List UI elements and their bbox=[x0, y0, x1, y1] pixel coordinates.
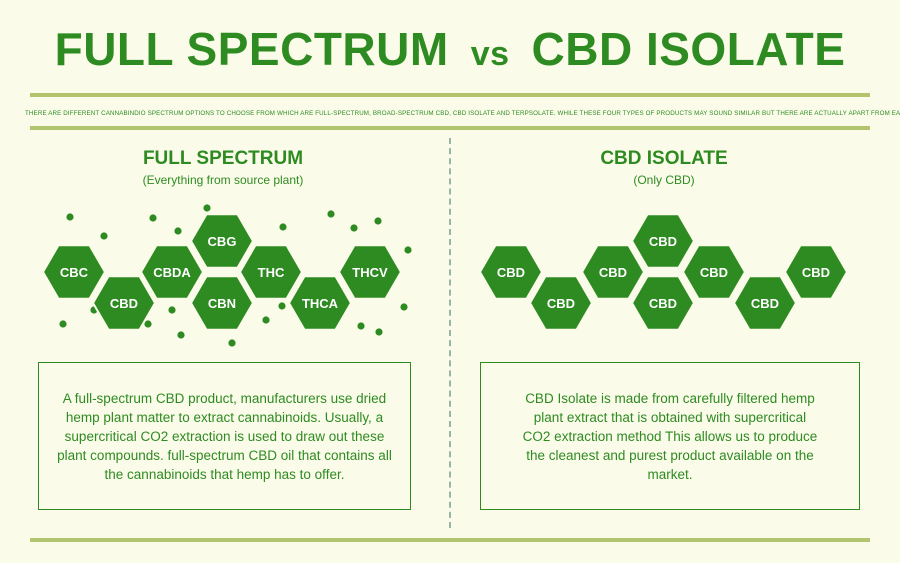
cbd-isolate-hexagon-shape bbox=[528, 275, 594, 331]
cbd-isolate-hexagon: CBD bbox=[580, 244, 646, 300]
cbd-isolate-subtitle: (Only CBD) bbox=[633, 173, 695, 187]
cbd-isolate-description-box: CBD Isolate is made from carefully filte… bbox=[480, 362, 860, 510]
full-spectrum-hexagon-shape bbox=[91, 275, 157, 331]
full-spectrum-hexagon-shape bbox=[337, 244, 403, 300]
cbd-isolate-hexagon-shape bbox=[630, 275, 696, 331]
cbd-isolate-hexagon-label: CBD bbox=[649, 296, 677, 311]
full-spectrum-hexagons: CBC CBD CBDA CBG CBN THC THCA THCV bbox=[41, 213, 403, 331]
full-spectrum-description: A full-spectrum CBD product, manufacture… bbox=[57, 390, 392, 482]
cbd-isolate-hexagon: CBD bbox=[528, 275, 594, 331]
cbd-isolate-hexagon-label: CBD bbox=[649, 234, 677, 249]
full-spectrum-hexagon-shape bbox=[189, 275, 255, 331]
full-spectrum-hexagon-label: THCA bbox=[302, 296, 339, 311]
cbd-isolate-hexagon-shape bbox=[732, 275, 798, 331]
full-spectrum-description-box: A full-spectrum CBD product, manufacture… bbox=[38, 362, 411, 510]
title-full-spectrum: FULL SPECTRUM bbox=[54, 23, 449, 75]
cbd-isolate-hexagon-shape bbox=[580, 244, 646, 300]
full-spectrum-hexagon-shape bbox=[139, 244, 205, 300]
cbd-isolate-hexagon-shape bbox=[630, 213, 696, 269]
cbd-isolate-hexagon: CBD bbox=[783, 244, 849, 300]
cbd-isolate-diagram: CBD CBD CBD CBD CBD CBD CBD CBD bbox=[478, 213, 849, 331]
full-spectrum-hexagon-shape bbox=[238, 244, 304, 300]
center-divider bbox=[449, 138, 451, 528]
title-cbd-isolate: CBD ISOLATE bbox=[531, 23, 846, 75]
cbd-isolate-hexagon-shape bbox=[783, 244, 849, 300]
cbd-isolate-hexagon-label: CBD bbox=[497, 265, 525, 280]
full-spectrum-hexagon: CBDA bbox=[139, 244, 205, 300]
full-spectrum-subtitle: (Everything from source plant) bbox=[142, 173, 304, 187]
intro-rule bbox=[30, 126, 870, 130]
cbd-isolate-hexagon: CBD bbox=[630, 275, 696, 331]
full-spectrum-heading: FULL SPECTRUM bbox=[142, 148, 304, 169]
cbd-isolate-hexagon: CBD bbox=[732, 275, 798, 331]
title-vs: vs bbox=[470, 35, 510, 73]
cbd-isolate-heading: CBD ISOLATE bbox=[600, 148, 728, 169]
full-spectrum-hexagon-shape bbox=[41, 244, 107, 300]
cbd-isolate-hexagon-shape bbox=[478, 244, 544, 300]
full-spectrum-hexagon: CBD bbox=[91, 275, 157, 331]
cbd-isolate-hexagon-shape bbox=[681, 244, 747, 300]
top-rule bbox=[30, 93, 870, 97]
cbd-isolate-hexagon: CBD bbox=[478, 244, 544, 300]
full-spectrum-hexagon-label: CBD bbox=[110, 296, 138, 311]
full-spectrum-hexagon: THCV bbox=[337, 244, 403, 300]
full-spectrum-hexagon-label: CBDA bbox=[153, 265, 191, 280]
cbd-isolate-hexagon-label: CBD bbox=[599, 265, 627, 280]
cbd-isolate-hexagon-label: CBD bbox=[802, 265, 830, 280]
full-spectrum-hexagon-label: THC bbox=[258, 265, 285, 280]
cbd-isolate-hexagon: CBD bbox=[681, 244, 747, 300]
cbd-isolate-hexagon-label: CBD bbox=[751, 296, 779, 311]
page-title: FULL SPECTRUM vs CBD ISOLATE bbox=[0, 22, 900, 76]
full-spectrum-hexagon-label: CBG bbox=[208, 234, 237, 249]
full-spectrum-hexagon-shape bbox=[287, 275, 353, 331]
full-spectrum-hexagon-label: THCV bbox=[352, 265, 388, 280]
cbd-isolate-hexagons: CBD CBD CBD CBD CBD CBD CBD CBD bbox=[478, 213, 849, 331]
cbd-isolate-hexagon-label: CBD bbox=[700, 265, 728, 280]
full-spectrum-hexagon-shape bbox=[189, 213, 255, 269]
intro-text: There are different cannabindio spectrum… bbox=[25, 110, 900, 117]
full-spectrum-hexagon-label: CBN bbox=[208, 296, 236, 311]
bottom-rule bbox=[30, 538, 870, 542]
full-spectrum-diagram: CBC CBD CBDA CBG CBN THC THCA THCV bbox=[41, 204, 412, 347]
cbd-isolate-hexagon: CBD bbox=[630, 213, 696, 269]
full-spectrum-hexagon-label: CBC bbox=[60, 265, 89, 280]
full-spectrum-hexagon: CBG bbox=[189, 213, 255, 269]
full-spectrum-hexagon: THCA bbox=[287, 275, 353, 331]
full-spectrum-hexagon: CBN bbox=[189, 275, 255, 331]
cbd-isolate-description: CBD Isolate is made from carefully filte… bbox=[522, 390, 818, 482]
cbd-isolate-hexagon-label: CBD bbox=[547, 296, 575, 311]
full-spectrum-hexagon: CBC bbox=[41, 244, 107, 300]
full-spectrum-hexagon: THC bbox=[238, 244, 304, 300]
